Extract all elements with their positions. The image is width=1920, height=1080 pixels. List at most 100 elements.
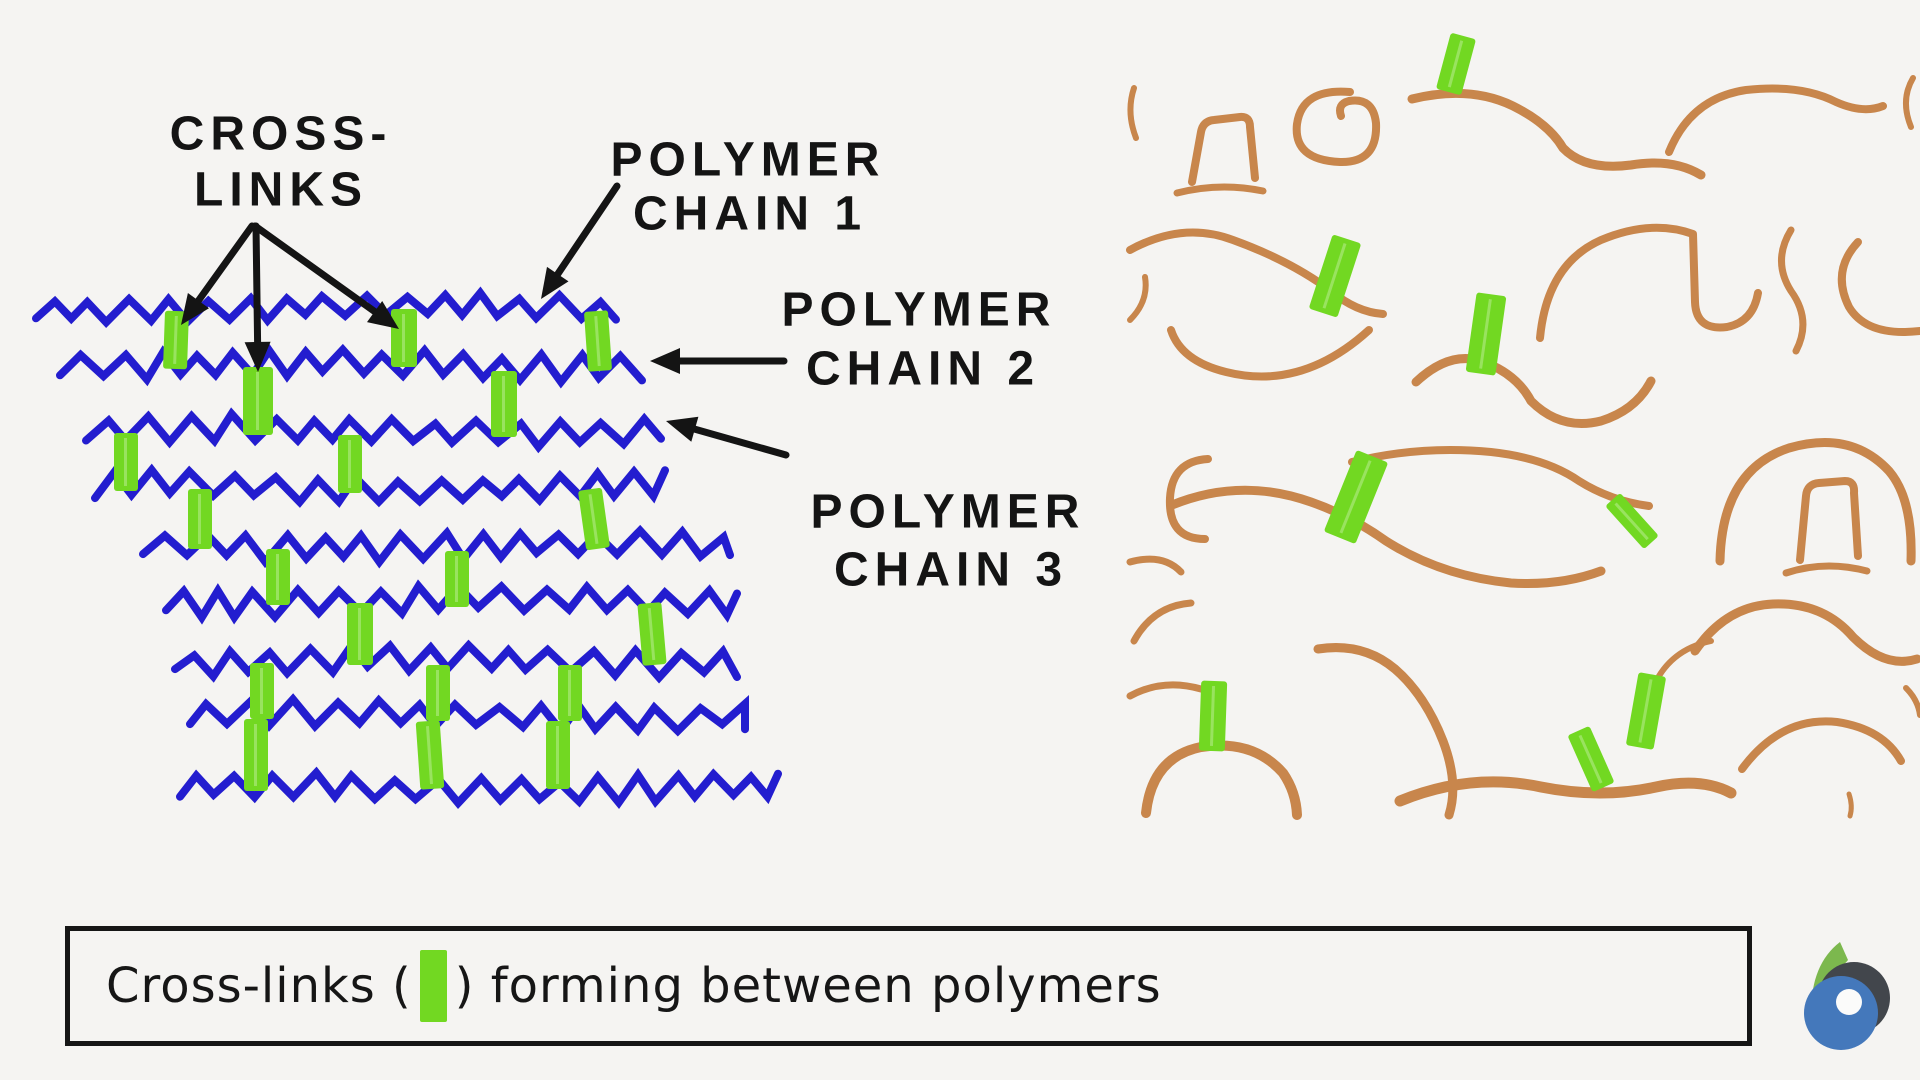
cross-link-highlight bbox=[568, 670, 571, 716]
caption-text-prefix: Cross-links ( bbox=[106, 958, 412, 1014]
cross-link bbox=[1324, 450, 1388, 544]
cross-link bbox=[188, 489, 212, 549]
cross-link-highlight bbox=[1209, 685, 1216, 747]
cross-link-highlight bbox=[502, 376, 505, 432]
cross-link-highlight bbox=[198, 494, 201, 544]
cross-link-highlight bbox=[1479, 299, 1492, 369]
cross-link bbox=[1626, 672, 1666, 750]
polymer-chain bbox=[186, 693, 749, 738]
right-diagram bbox=[1126, 33, 1920, 820]
cross-link bbox=[1436, 33, 1476, 95]
cross-link-highlight bbox=[594, 315, 601, 367]
cross-link bbox=[491, 371, 517, 437]
amorphous-polymer-stroke bbox=[1127, 274, 1149, 323]
cross-link bbox=[1606, 493, 1658, 549]
cross-link-highlight bbox=[1339, 460, 1372, 534]
amorphous-polymer-stroke bbox=[1411, 354, 1656, 428]
cross-link bbox=[1309, 235, 1361, 317]
arrow-head bbox=[367, 301, 399, 329]
left-crosslinks-group bbox=[114, 309, 667, 791]
cross-link-highlight bbox=[556, 726, 559, 784]
cross-link bbox=[114, 433, 138, 491]
polymer-chain-2-label-line1: POLYMER bbox=[782, 284, 1057, 337]
amorphous-polymer-stroke bbox=[1313, 643, 1458, 820]
amorphous-polymer-stroke bbox=[1690, 599, 1920, 666]
cross-link-highlight bbox=[647, 608, 656, 661]
polymer-chain bbox=[82, 407, 665, 454]
polymer-chain-2-label-line2: CHAIN 2 bbox=[806, 343, 1040, 396]
cross-link bbox=[338, 435, 362, 493]
crosslink-swatch-icon bbox=[419, 950, 447, 1022]
cross-link-highlight bbox=[1638, 679, 1653, 743]
arrow-shaft bbox=[683, 423, 790, 459]
cross-link bbox=[445, 551, 469, 607]
cross-link-highlight bbox=[173, 315, 178, 365]
cross-link bbox=[1568, 726, 1614, 792]
cross-link-highlight bbox=[260, 668, 263, 714]
cross-link-highlight bbox=[588, 494, 599, 545]
amorphous-polymer-stroke bbox=[1407, 88, 1706, 180]
amorphous-polymer-stroke bbox=[1665, 84, 1887, 156]
caption-text-suffix: ) forming between polymers bbox=[454, 958, 1162, 1014]
cross-link-highlight bbox=[256, 372, 259, 430]
arrow-head bbox=[181, 293, 209, 325]
arrow-head bbox=[666, 416, 699, 442]
polymer-chain bbox=[176, 766, 782, 810]
amorphous-polymer-stroke bbox=[1846, 791, 1854, 819]
cross-link bbox=[243, 367, 273, 435]
amorphous-polymer-stroke bbox=[1903, 685, 1920, 718]
logo-blue-circle bbox=[1804, 976, 1878, 1050]
amorphous-strokes-group bbox=[1126, 75, 1920, 820]
left-diagram bbox=[32, 182, 790, 810]
amorphous-polymer-stroke bbox=[1536, 223, 1762, 342]
amorphous-polymer-stroke bbox=[1738, 717, 1905, 773]
cross-link bbox=[637, 602, 667, 666]
amorphous-polymer-stroke bbox=[1141, 740, 1302, 820]
arrow-head bbox=[650, 348, 680, 374]
amorphous-polymer-stroke bbox=[1167, 485, 1606, 588]
cross-link bbox=[426, 665, 450, 721]
amorphous-polymer-stroke bbox=[1292, 87, 1381, 167]
cross-link bbox=[415, 720, 445, 790]
cross-links-label-line2: LINKS bbox=[194, 164, 368, 217]
arrow-head bbox=[541, 266, 569, 299]
cross-link bbox=[250, 663, 274, 719]
cross-link bbox=[1198, 680, 1228, 752]
cross-link-highlight bbox=[124, 438, 127, 486]
polymer-chain-1-label-line1: POLYMER bbox=[611, 134, 886, 187]
cross-link bbox=[347, 603, 373, 665]
amorphous-polymer-stroke bbox=[1782, 562, 1871, 577]
amorphous-polymer-stroke bbox=[1796, 477, 1862, 564]
cross-link-highlight bbox=[455, 556, 458, 602]
logo-white-hole bbox=[1836, 989, 1862, 1015]
amorphous-polymer-stroke bbox=[1126, 555, 1185, 576]
brand-logo bbox=[1804, 942, 1890, 1050]
cross-link-highlight bbox=[348, 440, 351, 488]
cross-link-highlight bbox=[436, 670, 439, 716]
cross-link-highlight bbox=[1578, 734, 1603, 784]
polymer-chain-3-label-line2: CHAIN 3 bbox=[834, 544, 1068, 597]
caption-box: Cross-links ( ) forming between polymers bbox=[65, 926, 1752, 1046]
cross-link bbox=[558, 665, 582, 721]
amorphous-polymer-stroke bbox=[1778, 226, 1807, 355]
arrow-shaft bbox=[251, 222, 385, 320]
cross-link-highlight bbox=[1447, 40, 1464, 88]
amorphous-polymer-stroke bbox=[1165, 455, 1212, 543]
polymer-chain bbox=[56, 343, 646, 389]
cross-link-highlight bbox=[358, 608, 361, 660]
cross-link-highlight bbox=[402, 314, 405, 362]
cross-link-highlight bbox=[254, 724, 257, 786]
cross-link-highlight bbox=[1322, 243, 1347, 309]
cross-link bbox=[266, 549, 290, 605]
cross-link bbox=[584, 310, 612, 372]
annotation-arrows-group bbox=[181, 182, 790, 459]
amorphous-polymer-stroke bbox=[1126, 681, 1205, 700]
polymer-chain bbox=[32, 286, 620, 328]
cross-link bbox=[163, 310, 189, 370]
cross-link bbox=[578, 488, 610, 550]
amorphous-polymer-stroke bbox=[1715, 438, 1916, 566]
cross-link bbox=[244, 719, 268, 791]
polymer-chain-1-label-line2: CHAIN 1 bbox=[633, 188, 867, 241]
